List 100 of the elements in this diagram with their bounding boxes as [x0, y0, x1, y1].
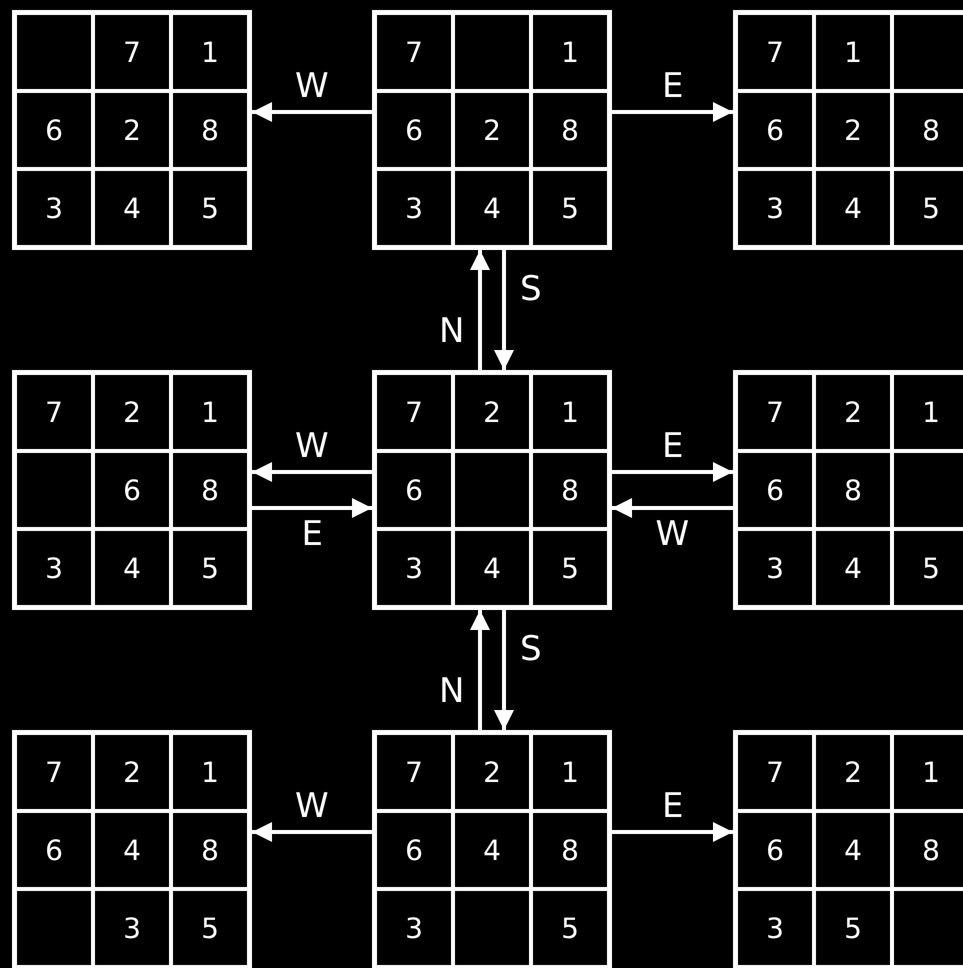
number-tile: 1	[170, 12, 250, 92]
number-tile: 3	[735, 168, 815, 248]
number-tile: 6	[374, 810, 454, 890]
blank-tile	[891, 888, 963, 968]
number-tile: 1	[170, 372, 250, 452]
blank-tile	[891, 12, 963, 92]
number-tile: 1	[530, 372, 610, 452]
puzzle-board	[372, 730, 612, 968]
number-tile: 8	[170, 450, 250, 530]
puzzle-board	[733, 730, 963, 968]
number-tile: 7	[374, 372, 454, 452]
number-tile: 2	[813, 372, 893, 452]
number-tile: 4	[452, 810, 532, 890]
number-tile: 3	[92, 888, 172, 968]
puzzle-board	[12, 730, 252, 968]
arrow	[612, 102, 733, 122]
number-tile: 2	[92, 90, 172, 170]
puzzle-board	[372, 10, 612, 250]
number-tile: 3	[374, 528, 454, 608]
arrow	[494, 250, 514, 370]
number-tile: 1	[891, 732, 963, 812]
number-tile: 3	[735, 888, 815, 968]
number-tile: 8	[530, 450, 610, 530]
number-tile: 4	[452, 528, 532, 608]
number-tile: 7	[735, 732, 815, 812]
number-tile: 1	[530, 12, 610, 92]
number-tile: 8	[530, 90, 610, 170]
number-tile: 3	[14, 528, 94, 608]
number-tile: 8	[170, 810, 250, 890]
arrow	[252, 462, 372, 482]
blank-tile	[891, 450, 963, 530]
number-tile: 8	[813, 450, 893, 530]
number-tile: 5	[530, 888, 610, 968]
arrow	[252, 822, 372, 842]
number-tile: 4	[813, 528, 893, 608]
number-tile: 7	[92, 12, 172, 92]
blank-tile	[452, 888, 532, 968]
number-tile: 4	[92, 168, 172, 248]
blank-tile	[14, 888, 94, 968]
number-tile: 8	[891, 810, 963, 890]
number-tile: 1	[891, 372, 963, 452]
number-tile: 4	[92, 810, 172, 890]
number-tile: 6	[735, 90, 815, 170]
number-tile: 5	[530, 168, 610, 248]
number-tile: 5	[813, 888, 893, 968]
number-tile: 6	[735, 450, 815, 530]
number-tile: 6	[374, 450, 454, 530]
blank-tile	[14, 12, 94, 92]
puzzle-board	[733, 10, 963, 250]
number-tile: 1	[170, 732, 250, 812]
number-tile: 6	[92, 450, 172, 530]
number-tile: 6	[14, 90, 94, 170]
number-tile: 7	[735, 372, 815, 452]
number-tile: 6	[374, 90, 454, 170]
number-tile: 2	[452, 732, 532, 812]
arrow	[252, 498, 372, 518]
number-tile: 8	[530, 810, 610, 890]
puzzle-board	[12, 10, 252, 250]
number-tile: 2	[813, 90, 893, 170]
number-tile: 7	[374, 12, 454, 92]
blank-tile	[452, 450, 532, 530]
arrow	[494, 610, 514, 730]
number-tile: 8	[891, 90, 963, 170]
number-tile: 8	[170, 90, 250, 170]
number-tile: 7	[374, 732, 454, 812]
arrow	[612, 462, 733, 482]
number-tile: 6	[14, 810, 94, 890]
number-tile: 7	[14, 732, 94, 812]
number-tile: 1	[813, 12, 893, 92]
arrow	[612, 822, 733, 842]
blank-tile	[14, 450, 94, 530]
number-tile: 7	[14, 372, 94, 452]
number-tile: 3	[14, 168, 94, 248]
arrow	[470, 610, 490, 730]
number-tile: 2	[813, 732, 893, 812]
number-tile: 4	[813, 810, 893, 890]
number-tile: 4	[813, 168, 893, 248]
number-tile: 5	[891, 528, 963, 608]
number-tile: 5	[170, 168, 250, 248]
number-tile: 2	[92, 372, 172, 452]
number-tile: 1	[530, 732, 610, 812]
number-tile: 6	[735, 810, 815, 890]
number-tile: 5	[530, 528, 610, 608]
number-tile: 3	[374, 888, 454, 968]
number-tile: 5	[170, 528, 250, 608]
number-tile: 3	[374, 168, 454, 248]
number-tile: 5	[170, 888, 250, 968]
number-tile: 4	[92, 528, 172, 608]
arrow	[612, 498, 733, 518]
blank-tile	[452, 12, 532, 92]
arrow	[470, 250, 490, 370]
puzzle-board	[12, 370, 252, 610]
number-tile: 2	[452, 90, 532, 170]
puzzle-board	[372, 370, 612, 610]
number-tile: 4	[452, 168, 532, 248]
number-tile: 5	[891, 168, 963, 248]
number-tile: 7	[735, 12, 815, 92]
arrow	[252, 102, 372, 122]
number-tile: 3	[735, 528, 815, 608]
number-tile: 2	[92, 732, 172, 812]
